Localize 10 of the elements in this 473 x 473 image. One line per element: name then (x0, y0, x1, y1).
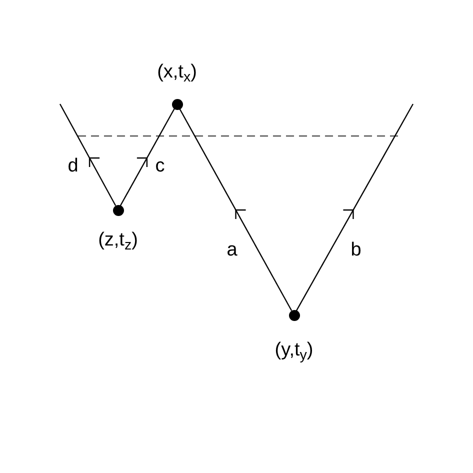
event-label: (x,t$_{x}$) (157, 62, 197, 82)
world-line (296, 104, 414, 311)
world-line (59, 104, 116, 206)
event-label: (z,t$_{z}$) (98, 230, 138, 250)
edge-label: b (350, 240, 362, 260)
edge-label: a (226, 240, 238, 260)
world-line (120, 108, 176, 206)
world-line (178, 108, 292, 311)
edge-label: c (155, 156, 165, 176)
edge-label: d (68, 156, 78, 176)
